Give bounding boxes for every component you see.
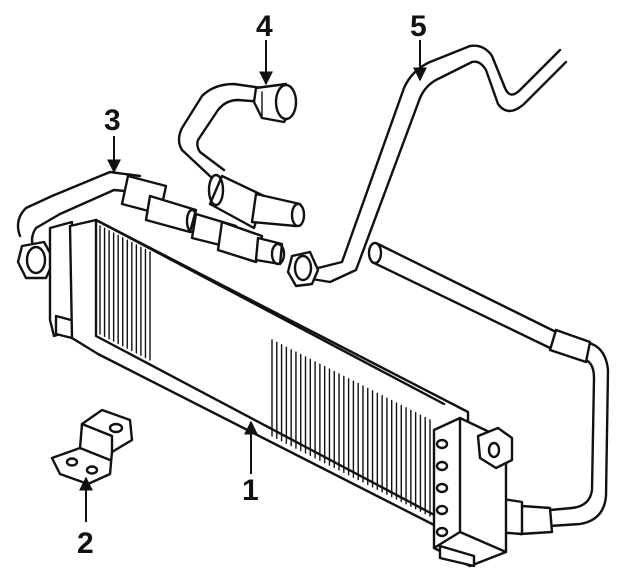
callout-2: 2 (77, 527, 94, 560)
inlet-tube-part-3 (16, 170, 286, 280)
tank-studs (435, 438, 449, 538)
oil-cooler-part-1 (48, 218, 514, 568)
callout-1: 1 (242, 474, 259, 507)
callout-4: 4 (256, 10, 273, 43)
hose-part-4 (177, 82, 306, 230)
bracket-part-2 (50, 408, 134, 486)
cooler-fins-left (99, 225, 151, 361)
callout-leaders (79, 40, 427, 522)
cooler-fins-right (271, 339, 431, 517)
callout-5: 5 (410, 10, 427, 43)
callout-3: 3 (104, 104, 121, 137)
